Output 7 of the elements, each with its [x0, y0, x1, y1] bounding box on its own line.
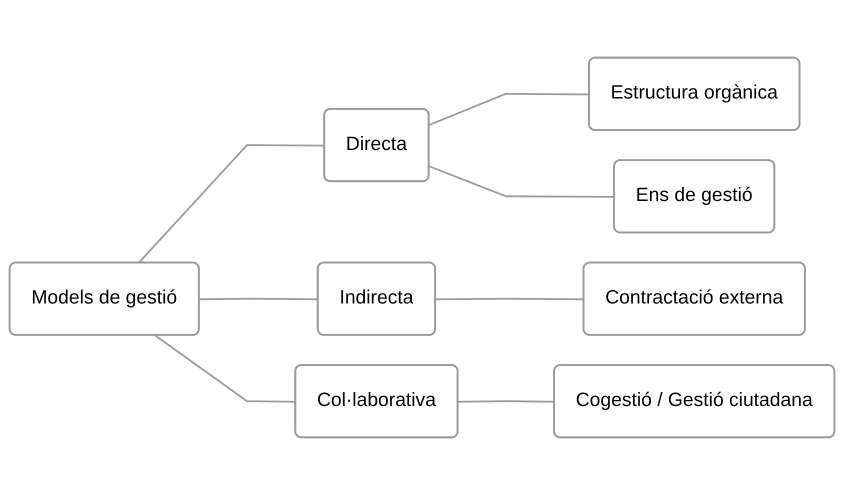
connector	[428, 92, 590, 126]
connector	[428, 166, 615, 198]
connector	[199, 298, 318, 300]
connector	[154, 334, 296, 403]
connector	[436, 298, 584, 300]
connector	[138, 144, 325, 264]
connector	[458, 400, 555, 403]
